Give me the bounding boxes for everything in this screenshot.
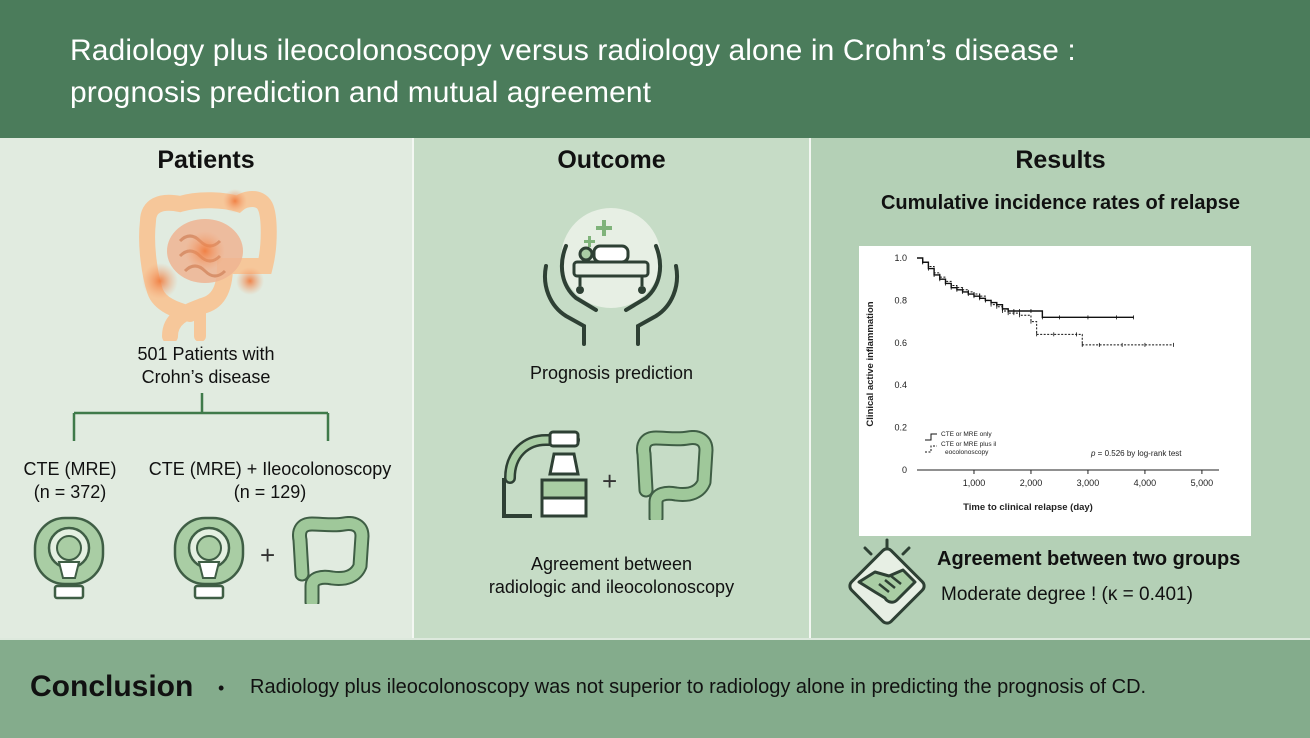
patient-count-line2: Crohn’s disease — [141, 367, 271, 387]
agreement-outcome-line2: radiologic and ileocolonoscopy — [488, 577, 735, 597]
endoscopy-machine-icon — [502, 430, 588, 518]
y-tick-label: 1.0 — [894, 253, 907, 263]
group2-name: CTE (MRE) + Ileocolonoscopy — [148, 459, 392, 479]
group1-label: CTE (MRE) (n = 372) — [10, 458, 130, 504]
group2-count: (n = 129) — [233, 482, 307, 502]
prognosis-prediction-label: Prognosis prediction — [529, 363, 694, 383]
x-axis-label: Time to clinical relapse (day) — [963, 502, 1093, 513]
title-line-2: prognosis prediction and mutual agreemen… — [70, 76, 652, 109]
chart-card: 0 0.2 0.4 0.6 0.8 1.0 1,000 2,000 3,000 4,000 5,00… — [859, 246, 1251, 536]
conclusion-banner: Conclusion • Radiology plus ileocolonosc… — [0, 640, 1310, 738]
x-tick-label: 5,000 — [1191, 478, 1214, 488]
y-tick-label: 0.2 — [894, 423, 907, 433]
legend-label: eocolonoscopy — [945, 449, 989, 456]
title-line-1: Radiology plus ileocolonoscopy versus ra… — [70, 34, 1076, 67]
x-tick-label: 4,000 — [1134, 478, 1157, 488]
page-title: Radiology plus ileocolonoscopy versus ra… — [70, 30, 1270, 114]
bullet-icon: • — [218, 678, 225, 698]
x-tick-label: 1,000 — [963, 478, 986, 488]
y-tick-label: 0.4 — [894, 380, 907, 390]
plus-sign: + — [602, 466, 618, 496]
series-line-2 — [917, 257, 1174, 346]
panel-divider — [412, 138, 414, 638]
legend-label: CTE or MRE only — [941, 431, 992, 438]
p-value-annotation: p = 0.526 by log-rank test — [1090, 449, 1182, 458]
series-line-1 — [917, 257, 1134, 319]
y-tick-label: 0 — [902, 465, 907, 475]
colon-icon — [636, 430, 714, 520]
conclusion-label: Conclusion — [30, 670, 194, 703]
ct-scanner-icon — [33, 516, 105, 600]
legend-label: CTE or MRE plus il — [941, 441, 997, 448]
handshake-icon — [848, 538, 926, 625]
y-tick-label: 0.6 — [894, 338, 907, 348]
patients-panel: Patients 501 Patients with Crohn’s disea… — [0, 138, 412, 638]
outcome-panel: Outcome Prognosis prediction + Agreement… — [414, 138, 809, 638]
plus-sign: + — [260, 540, 276, 570]
p-symbol: p — [1090, 449, 1096, 458]
results-panel: Results Cumulative incidence rates of re… — [811, 138, 1310, 638]
legend-dashed-symbol — [925, 445, 937, 453]
group1-count: (n = 372) — [33, 482, 107, 502]
chart-title: Cumulative incidence rates of relapse — [880, 192, 1241, 214]
group-split-bracket — [72, 393, 330, 441]
agreement-outcome-line1: Agreement between — [530, 554, 693, 574]
hands-holding-patient-icon — [543, 208, 679, 346]
patient-count-text: 501 Patients with Crohn’s disease — [0, 343, 412, 389]
y-tick-label: 0.8 — [894, 295, 907, 305]
p-value-text: = 0.526 by log-rank test — [1095, 449, 1182, 458]
y-axis-label: Clinical active inflammation — [865, 301, 876, 426]
agreement-outcome-label: Agreement between radiologic and ileocol… — [414, 553, 809, 599]
x-tick-label: 2,000 — [1020, 478, 1043, 488]
agreement-title: Agreement between two groups — [937, 548, 1241, 570]
legend-solid-symbol — [925, 433, 937, 441]
colon-inflamed-icon — [139, 189, 277, 341]
patients-heading: Patients — [157, 146, 255, 174]
colon-icon — [292, 516, 370, 604]
agreement-value: Moderate degree ! (κ = 0.401) — [941, 584, 1193, 605]
patient-count-line1: 501 Patients with — [137, 344, 275, 364]
x-tick-label: 3,000 — [1077, 478, 1100, 488]
header-banner: Radiology plus ileocolonoscopy versus ra… — [0, 0, 1310, 138]
group1-name: CTE (MRE) — [23, 459, 117, 479]
panel-divider — [809, 138, 811, 638]
outcome-heading: Outcome — [557, 146, 666, 174]
ct-scanner-icon — [173, 516, 245, 600]
conclusion-text: Radiology plus ileocolonoscopy was not s… — [250, 676, 1147, 698]
group2-label: CTE (MRE) + Ileocolonoscopy (n = 129) — [140, 458, 400, 504]
km-survival-chart: 0 0.2 0.4 0.6 0.8 1.0 1,000 2,000 3,000 4,000 5,00… — [865, 253, 1219, 513]
results-heading: Results — [1015, 146, 1106, 174]
